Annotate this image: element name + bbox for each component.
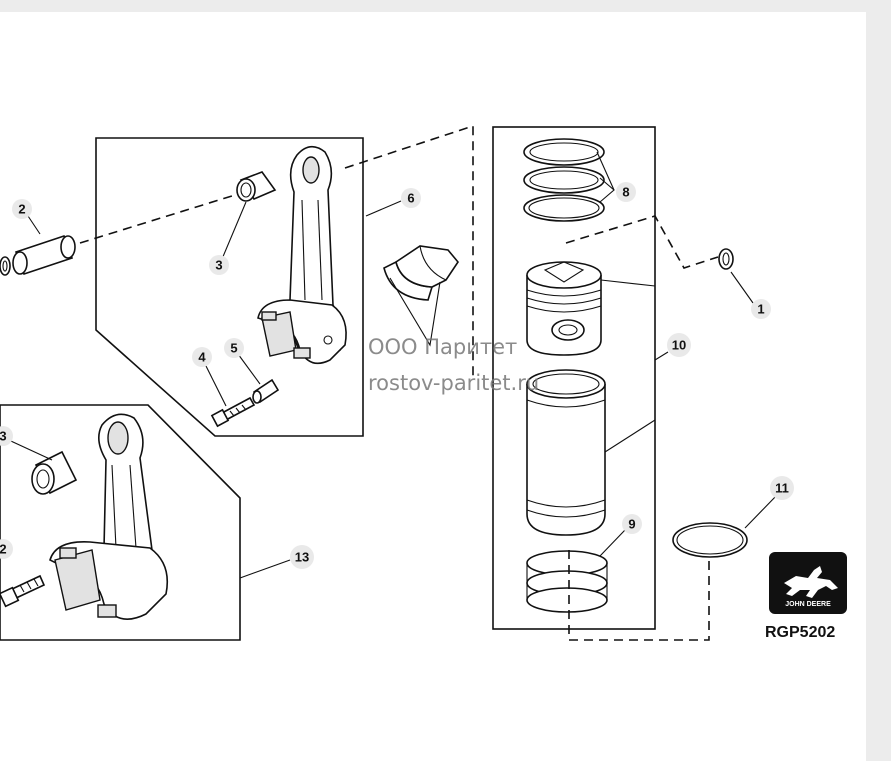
piston-pin-bushing xyxy=(236,171,277,202)
figure-code: RGP5202 xyxy=(765,624,835,641)
callout-5-label: 5 xyxy=(230,341,237,356)
callout-13: 13 xyxy=(290,545,314,569)
callout-1-label: 1 xyxy=(757,302,764,317)
callout-9-label: 9 xyxy=(628,517,635,532)
callout-1: 1 xyxy=(751,299,771,319)
deer-leaping-icon xyxy=(784,566,838,598)
group-13-outline xyxy=(0,404,241,641)
callout-4-label: 4 xyxy=(198,350,206,365)
callout-2: 2 xyxy=(12,199,32,219)
exploded-parts-diagram: 1 2 2 3 3 4 5 6 8 9 10 11 xyxy=(0,124,847,641)
callout-9: 9 xyxy=(622,514,642,534)
callout-8-label: 8 xyxy=(622,185,629,200)
svg-text:JOHN DEERE: JOHN DEERE xyxy=(785,601,831,608)
callout-3-label: 3 xyxy=(215,258,222,273)
callout-11: 11 xyxy=(770,476,794,500)
dashed-leader-pin xyxy=(79,194,236,244)
piston-pin xyxy=(0,234,76,276)
callout-6: 6 xyxy=(401,188,421,208)
group-6-outline xyxy=(95,137,364,437)
connecting-rod-upper xyxy=(257,145,347,365)
rod-bolt xyxy=(210,396,256,428)
window-scroll-gutter xyxy=(866,0,891,761)
rod-dowel xyxy=(252,378,280,404)
callout-3-lower-label: 3 xyxy=(0,429,7,444)
callout-2-lower-label: 2 xyxy=(0,542,7,557)
callout-4: 4 xyxy=(192,347,212,367)
piston xyxy=(526,261,602,356)
group-10-outline xyxy=(492,126,656,630)
callout-2-label: 2 xyxy=(18,202,25,217)
watermark-website: rostov-paritet.ru xyxy=(368,371,539,395)
rod-bolt-lower xyxy=(0,574,46,608)
callout-5: 5 xyxy=(224,338,244,358)
callout-13-label: 13 xyxy=(295,550,309,565)
callout-10: 10 xyxy=(667,333,691,357)
callout-8: 8 xyxy=(616,182,636,202)
pin-retainer xyxy=(718,248,734,270)
connecting-rod-lower xyxy=(49,413,169,620)
dashed-leader-rod-to-piston xyxy=(344,124,474,378)
cylinder-liner xyxy=(526,369,606,536)
watermark-company: ООО Паритет xyxy=(368,335,517,359)
dashed-leader-o-ring xyxy=(568,550,710,641)
liner-o-ring xyxy=(672,522,748,558)
callout-10-label: 10 xyxy=(672,338,686,353)
diagram-canvas: 1 2 2 3 3 4 5 6 8 9 10 11 xyxy=(0,12,866,761)
callout-11-label: 11 xyxy=(775,481,789,496)
piston-rings xyxy=(523,138,605,222)
callout-3: 3 xyxy=(209,255,229,275)
rod-bearing-shells xyxy=(383,245,459,301)
john-deere-logo: JOHN DEERE xyxy=(769,552,847,614)
callout-2-lower: 2 xyxy=(0,539,13,559)
dashed-leader-retainer xyxy=(565,215,719,269)
piston-pin-bushing-lower xyxy=(31,450,78,495)
callout-6-label: 6 xyxy=(407,191,414,206)
liner-seal-rings xyxy=(526,550,608,613)
callout-3-lower: 3 xyxy=(0,426,13,446)
